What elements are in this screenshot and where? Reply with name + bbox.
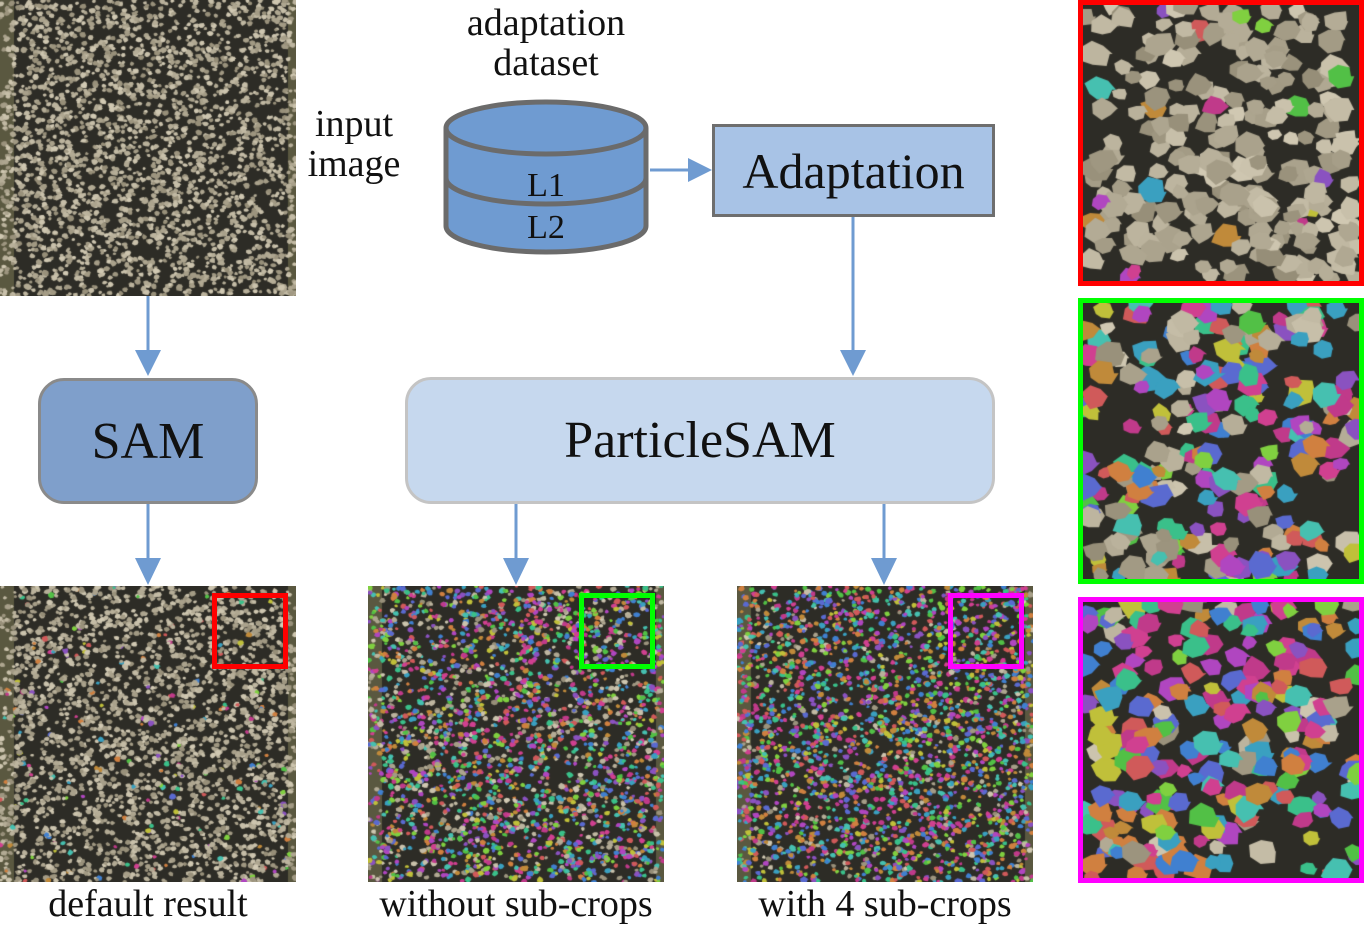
default-result-highlight bbox=[212, 593, 288, 669]
without-subcrops-image bbox=[368, 586, 664, 882]
sam-box: SAM bbox=[38, 378, 258, 504]
without-subcrops-highlight bbox=[579, 593, 655, 669]
input-image-label-line1: input bbox=[314, 103, 394, 145]
adaptation-box-label: Adaptation bbox=[742, 142, 965, 199]
adaptation-box: Adaptation bbox=[712, 124, 995, 217]
db-layer1-label: L1 bbox=[527, 167, 565, 204]
particlesam-box: ParticleSAM bbox=[405, 377, 995, 504]
with-subcrops-caption: with 4 sub-crops bbox=[758, 883, 1012, 925]
default-result-image bbox=[0, 586, 296, 882]
zoom-without-subcrops bbox=[1078, 298, 1364, 584]
input-image-label-line2: image bbox=[307, 143, 401, 185]
adaptation-dataset-label: adaptation dataset bbox=[446, 3, 646, 83]
adaptation-dataset-label-line1: adaptation bbox=[466, 2, 626, 44]
input-image bbox=[0, 0, 296, 296]
arrows bbox=[135, 158, 897, 585]
without-subcrops-caption: without sub-crops bbox=[379, 883, 653, 925]
adaptation-dataset-label-line2: dataset bbox=[493, 42, 599, 84]
db-layer2-label: L2 bbox=[527, 209, 565, 246]
sam-box-label: SAM bbox=[91, 412, 205, 470]
particlesam-box-label: ParticleSAM bbox=[564, 412, 836, 469]
zoom-default-result bbox=[1078, 0, 1364, 286]
database-icon bbox=[443, 99, 649, 255]
with-subcrops-highlight bbox=[948, 593, 1024, 669]
default-result-caption: default result bbox=[48, 883, 248, 925]
zoom-with-subcrops bbox=[1078, 597, 1364, 883]
with-subcrops-image bbox=[737, 586, 1033, 882]
input-image-label: input image bbox=[300, 104, 408, 184]
